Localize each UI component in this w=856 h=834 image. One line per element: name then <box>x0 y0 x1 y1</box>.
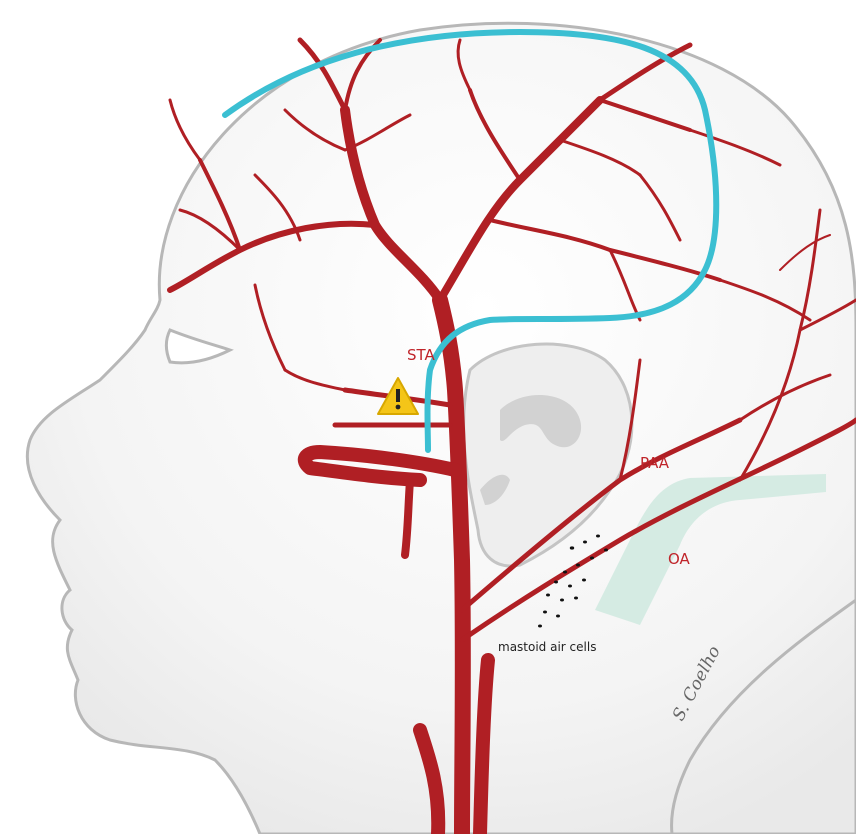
label-mastoid-air-cells: mastoid air cells <box>498 640 596 654</box>
label-sta: STA <box>407 346 436 364</box>
label-paa: PAA <box>640 454 670 472</box>
jugular-stub <box>480 660 488 834</box>
label-oa: OA <box>668 550 691 568</box>
